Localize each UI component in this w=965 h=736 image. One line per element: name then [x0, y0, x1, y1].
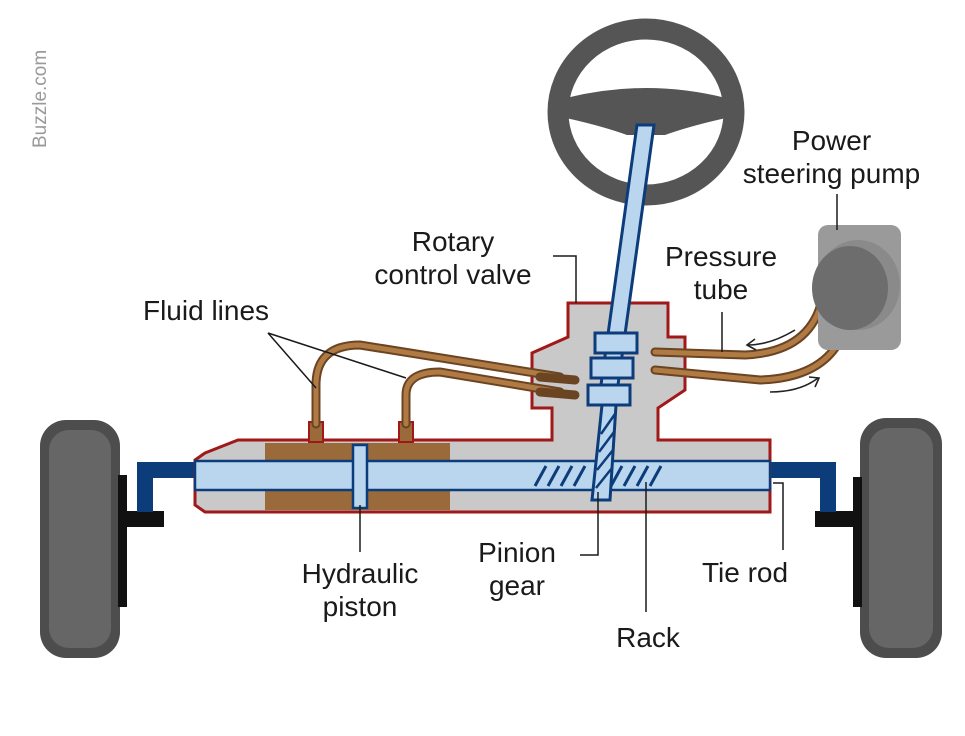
label-pinion-gear: Pinion gear: [478, 537, 556, 601]
pinion-gear: [590, 403, 618, 502]
rack-bar: [193, 459, 772, 492]
watermark: Buzzle.com: [30, 49, 51, 148]
right-tie-rod: [760, 462, 836, 512]
right-wheel: [815, 418, 942, 658]
label-fluid-lines: Fluid lines: [142, 295, 270, 326]
label-rack: Rack: [616, 622, 680, 653]
label-hydraulic-piston: Hydraulic piston: [301, 558, 419, 622]
label-pressure-tube: Pressure tube: [664, 241, 778, 305]
power-steering-pump: [812, 225, 901, 350]
label-tie-rod: Tie rod: [701, 557, 789, 588]
flow-arrows: [745, 329, 821, 393]
fluid-lines: [311, 340, 580, 429]
rack-teeth: [533, 465, 663, 487]
left-tie-rod: [137, 462, 205, 512]
label-power-steering-pump: Power steering pump: [742, 125, 921, 189]
hydraulic-piston: [351, 443, 369, 510]
rotary-valve-rings: [586, 331, 639, 407]
leader-lines: [267, 194, 838, 612]
label-rotary-control-valve: Rotary control valve: [374, 226, 532, 290]
steering-wheel: [547, 18, 745, 206]
left-wheel: [40, 420, 164, 658]
